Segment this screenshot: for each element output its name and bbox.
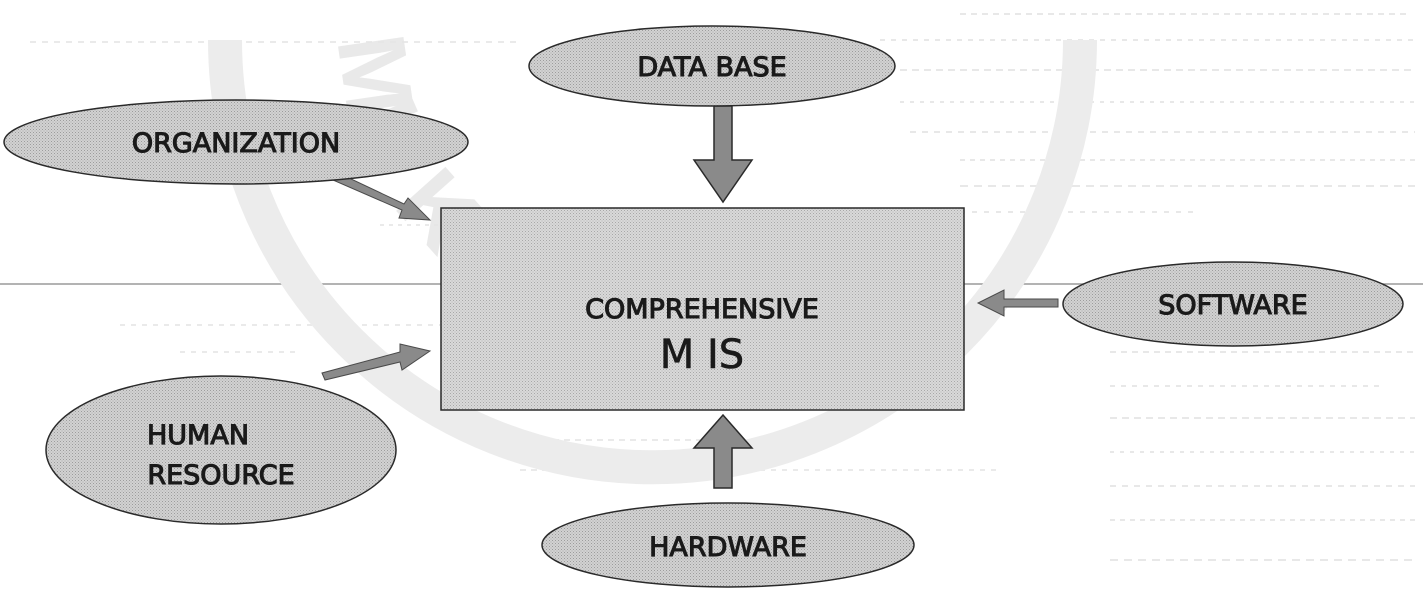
arrows [321, 105, 1059, 489]
comprehensive-mis-box: COMPREHENSIVE M IS [440, 207, 965, 411]
node-software: SOFTWARE [1062, 261, 1404, 347]
node-database-label: DATA BASE [637, 52, 786, 83]
node-human-resource-line1: HUMAN [147, 420, 249, 451]
node-hardware: HARDWARE [541, 502, 915, 588]
node-human-resource: HUMAN RESOURCE [45, 375, 397, 525]
node-database: DATA BASE [528, 25, 896, 107]
background-scan-noise [30, 13, 1415, 561]
center-label-line2: M IS [660, 332, 744, 378]
arrow-database-down [692, 105, 754, 204]
arrow-software-left [976, 289, 1059, 317]
arrow-hardware-up [692, 413, 754, 489]
node-organization: ORGANIZATION [3, 99, 469, 185]
node-human-resource-line2: RESOURCE [147, 460, 294, 491]
node-organization-label: ORGANIZATION [132, 128, 340, 159]
arrow-organization-diagonal [321, 168, 432, 221]
node-software-label: SOFTWARE [1158, 290, 1307, 321]
arrow-human-resource-diagonal [321, 343, 432, 381]
node-hardware-label: HARDWARE [649, 532, 807, 563]
center-label-line1: COMPREHENSIVE [585, 294, 819, 325]
